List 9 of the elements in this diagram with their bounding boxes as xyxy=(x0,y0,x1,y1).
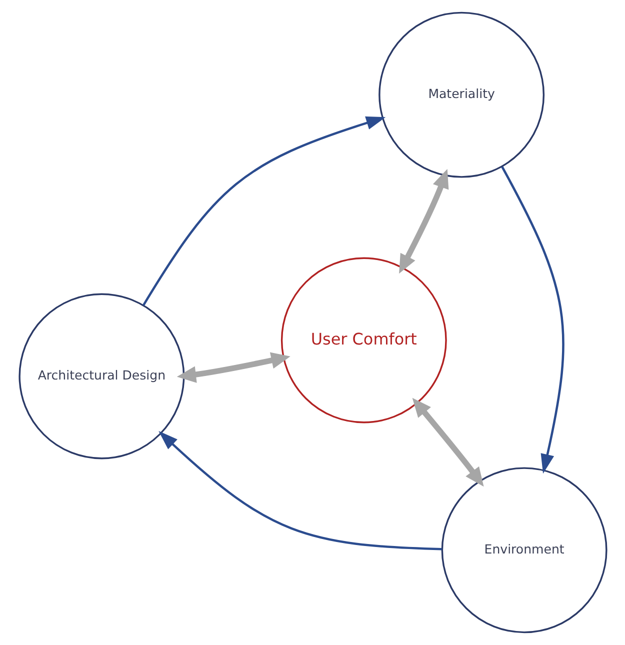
arrow xyxy=(412,398,484,487)
arrow xyxy=(398,168,448,274)
node-circle: User Comfort xyxy=(280,257,446,424)
node-circle: Materiality xyxy=(378,12,544,178)
arrow xyxy=(176,352,290,383)
arrow xyxy=(158,431,442,550)
node-circle: Architectural Design xyxy=(18,293,184,460)
arrow xyxy=(500,166,564,474)
arrow xyxy=(142,116,386,306)
